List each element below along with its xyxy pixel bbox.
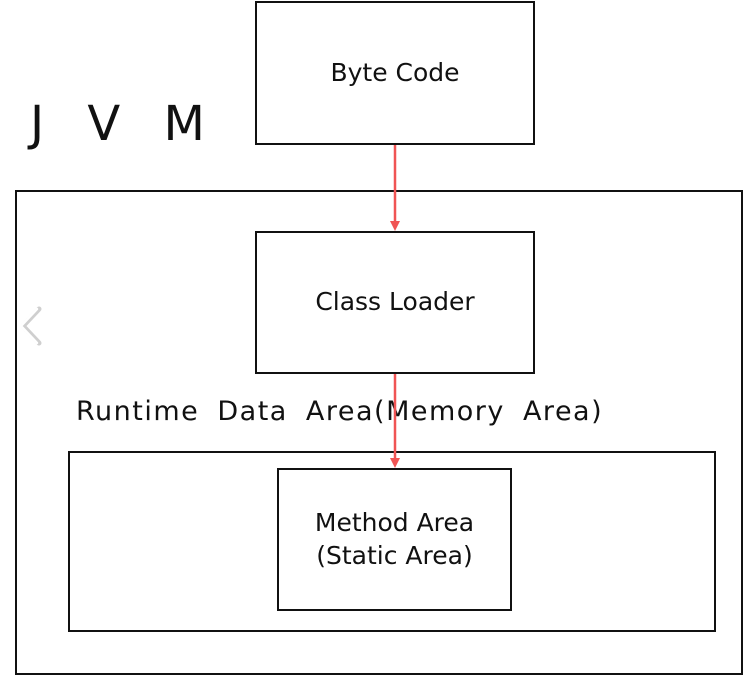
runtime-data-area-label: Runtime Data Area(Memory Area) — [76, 396, 604, 427]
class-loader-label: Class Loader — [315, 287, 475, 317]
method-area-sublabel: (Static Area) — [316, 540, 473, 570]
byte-code-label: Byte Code — [330, 57, 460, 87]
class-loader-box: Class Loader — [255, 231, 535, 374]
method-area-label: Method Area — [314, 508, 475, 537]
chevron-left-icon[interactable] — [16, 305, 46, 347]
byte-code-box: Byte Code — [255, 1, 535, 145]
jvm-title: J V M — [30, 96, 219, 152]
method-area-box: Method Area (Static Area) — [277, 468, 512, 611]
